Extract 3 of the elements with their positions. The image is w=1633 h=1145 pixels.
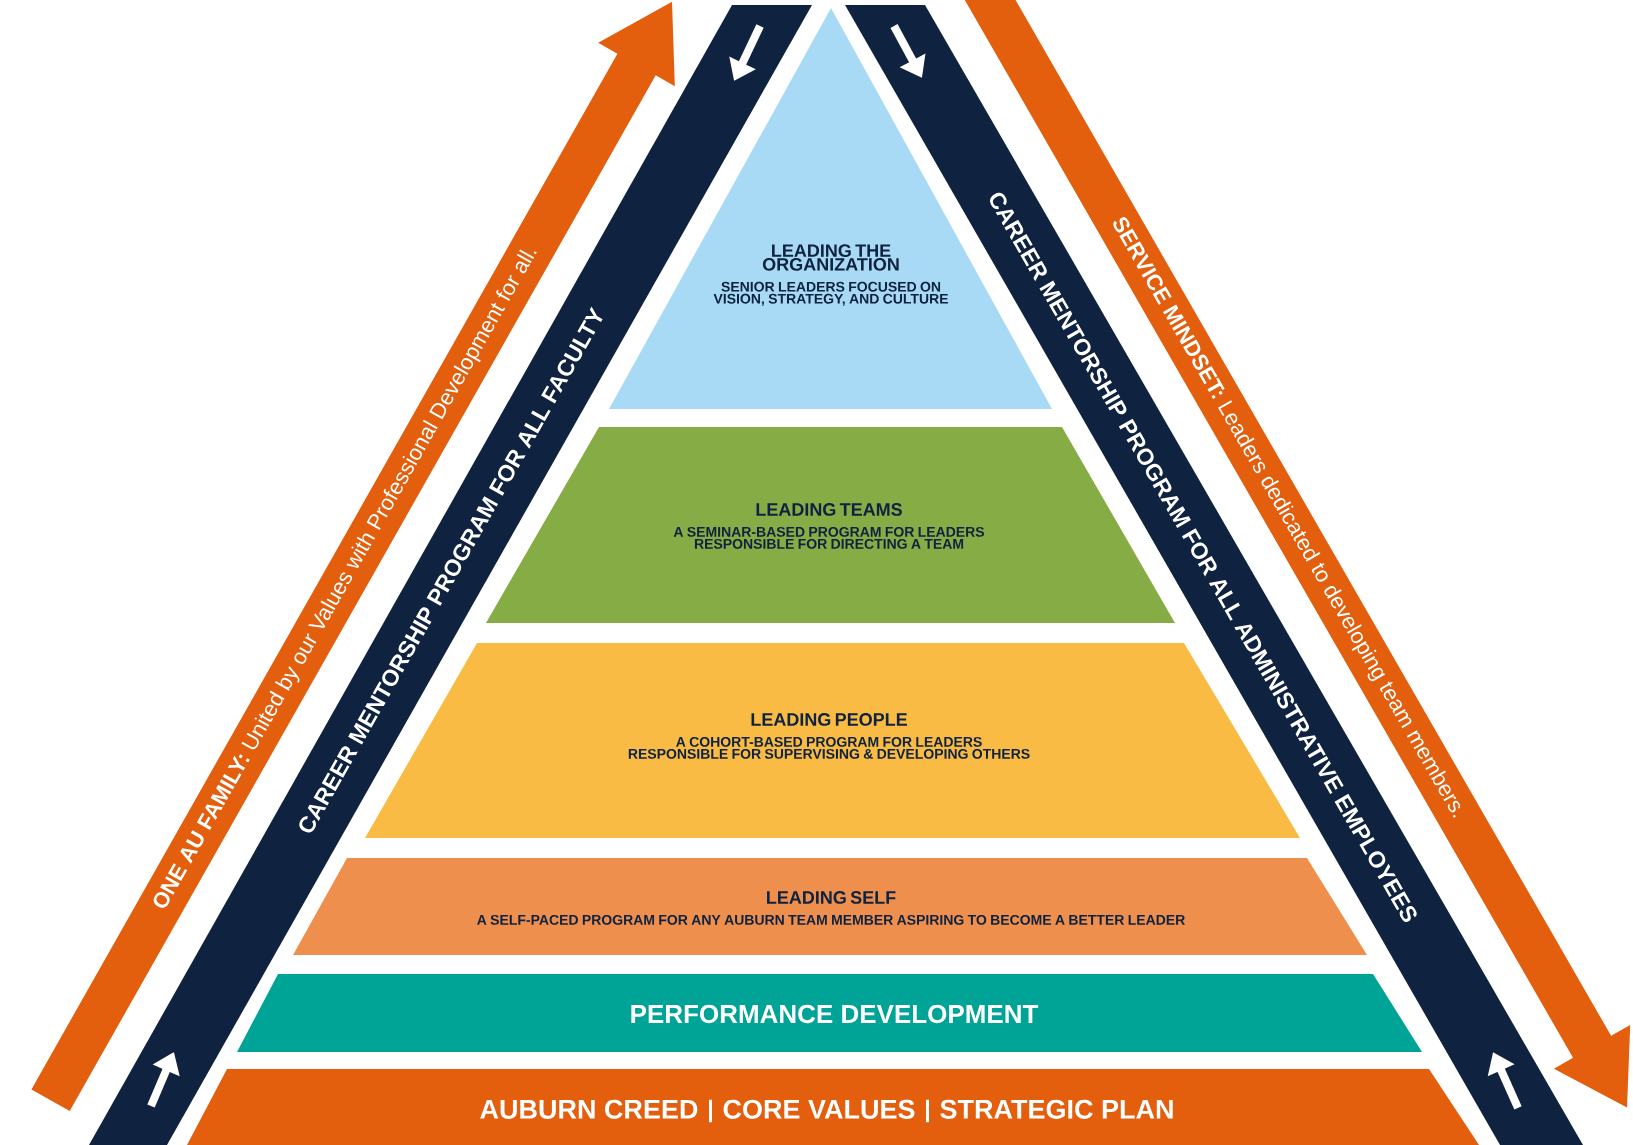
foundation-band: PERFORMANCE DEVELOPMENT (237, 974, 1422, 1052)
pyramid-tier: LEADING SELF A SELF-PACED PROGRAM FOR ANY AUBURN TEAM MEMBER ASPIRING TO BECOME A BETTER LEADER (293, 858, 1367, 955)
foundation-band: AUBURN CREED CORE VALUES STRATEGIC PLAN (187, 1069, 1479, 1145)
